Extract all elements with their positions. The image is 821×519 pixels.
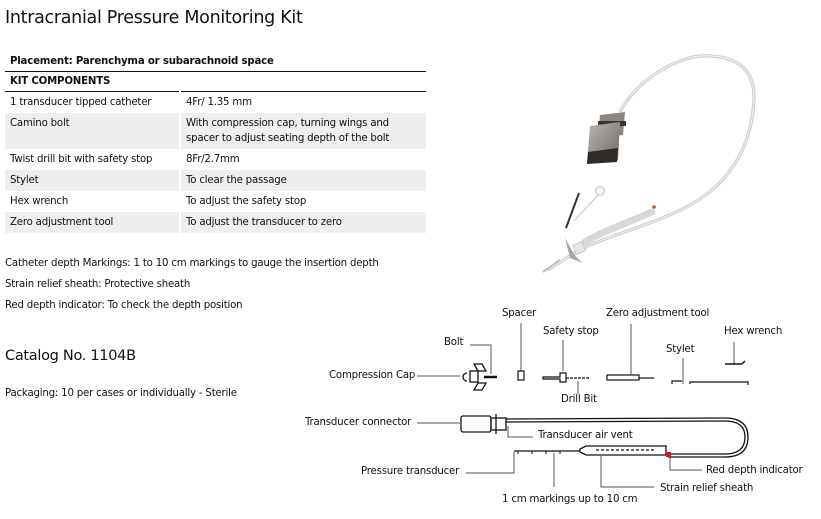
placement-row: Placement: Parenchyma or subarachnoid sp… <box>5 52 426 72</box>
red-depth-marker <box>652 205 656 209</box>
table-row: Stylet To clear the passage <box>5 170 426 191</box>
label-transducer-air-vent: Transducer air vent <box>538 430 633 441</box>
label-stylet: Stylet <box>666 344 695 355</box>
component-name: Stylet <box>5 170 181 191</box>
kit-components-table: Placement: Parenchyma or subarachnoid sp… <box>5 52 426 233</box>
component-description: With compression cap, turning wings and … <box>180 113 426 149</box>
component-name: 1 transducer tipped catheter <box>5 91 181 113</box>
table-row: Camino bolt With compression cap, turnin… <box>5 113 426 149</box>
component-name: Zero adjustment tool <box>5 212 181 233</box>
label-transducer-connector: Transducer connector <box>305 417 412 428</box>
label-spacer: Spacer <box>502 308 537 319</box>
drill-bit-drawing <box>542 372 590 383</box>
stylet-drawing <box>671 380 749 385</box>
note-red-indicator: Red depth indicator: To check the depth … <box>5 300 243 311</box>
label-safety-stop: Safety stop <box>543 326 599 337</box>
component-description: 8Fr/2.7mm <box>186 154 240 165</box>
spacer-drawing <box>517 370 525 381</box>
table-row: Hex wrench To adjust the safety stop <box>5 191 426 212</box>
label-zero-adjustment-tool: Zero adjustment tool <box>606 308 710 319</box>
placement-text: Placement: Parenchyma or subarachnoid sp… <box>5 52 426 72</box>
table-row: Twist drill bit with safety stop 8Fr/2.7… <box>5 149 426 170</box>
label-bolt: Bolt <box>444 337 464 348</box>
table-row: Zero adjustment tool To adjust the trans… <box>5 212 426 233</box>
red-depth-indicator-mark <box>666 452 671 457</box>
catheter-cable <box>547 54 756 272</box>
component-description: To clear the passage <box>180 170 426 191</box>
component-name: Camino bolt <box>5 113 181 149</box>
note-strain-relief: Strain relief sheath: Protective sheath <box>5 279 191 290</box>
component-description: 4Fr/ 1.35 mm <box>186 97 252 108</box>
table-header-label: KIT COMPONENTS <box>5 71 426 92</box>
hex-wrench-photo <box>565 192 580 229</box>
page-title: Intracranial Pressure Monitoring Kit <box>5 8 303 28</box>
component-description: To adjust the transducer to zero <box>180 212 426 233</box>
component-name: Hex wrench <box>5 191 181 212</box>
table-row: 1 transducer tipped catheter 4Fr/ 1.35 m… <box>5 91 426 113</box>
label-red-depth-indicator: Red depth indicator <box>706 465 803 476</box>
label-strain-relief-sheath: Strain relief sheath <box>660 483 754 494</box>
table-header: KIT COMPONENTS <box>5 71 426 92</box>
bolt-assembly-drawing <box>462 363 497 391</box>
catalog-number: Catalog No. 1104B <box>5 348 136 364</box>
label-pressure-transducer: Pressure transducer <box>361 466 460 477</box>
packaging-info: Packaging: 10 per cases or individually … <box>5 388 237 399</box>
component-name: Twist drill bit with safety stop <box>5 149 181 170</box>
note-depth-markings: Catheter depth Markings: 1 to 10 cm mark… <box>5 258 379 269</box>
zero-tool-drawing <box>606 374 654 381</box>
label-drill-bit: Drill Bit <box>561 394 597 405</box>
label-compression-cap: Compression Cap <box>329 370 416 381</box>
bolt-photo <box>542 238 586 273</box>
notes-list: Catheter depth Markings: 1 to 10 cm mark… <box>5 257 379 320</box>
hex-wrench-drawing <box>725 360 746 365</box>
component-description: To adjust the safety stop <box>186 196 307 207</box>
label-cm-markings: 1 cm markings up to 10 cm <box>502 494 638 505</box>
transducer-connector-photo <box>587 112 626 164</box>
label-hex-wrench: Hex wrench <box>724 326 783 337</box>
kit-product-photo <box>542 54 756 273</box>
depth-tick-marks <box>517 451 561 454</box>
stylet-photo <box>573 186 605 222</box>
